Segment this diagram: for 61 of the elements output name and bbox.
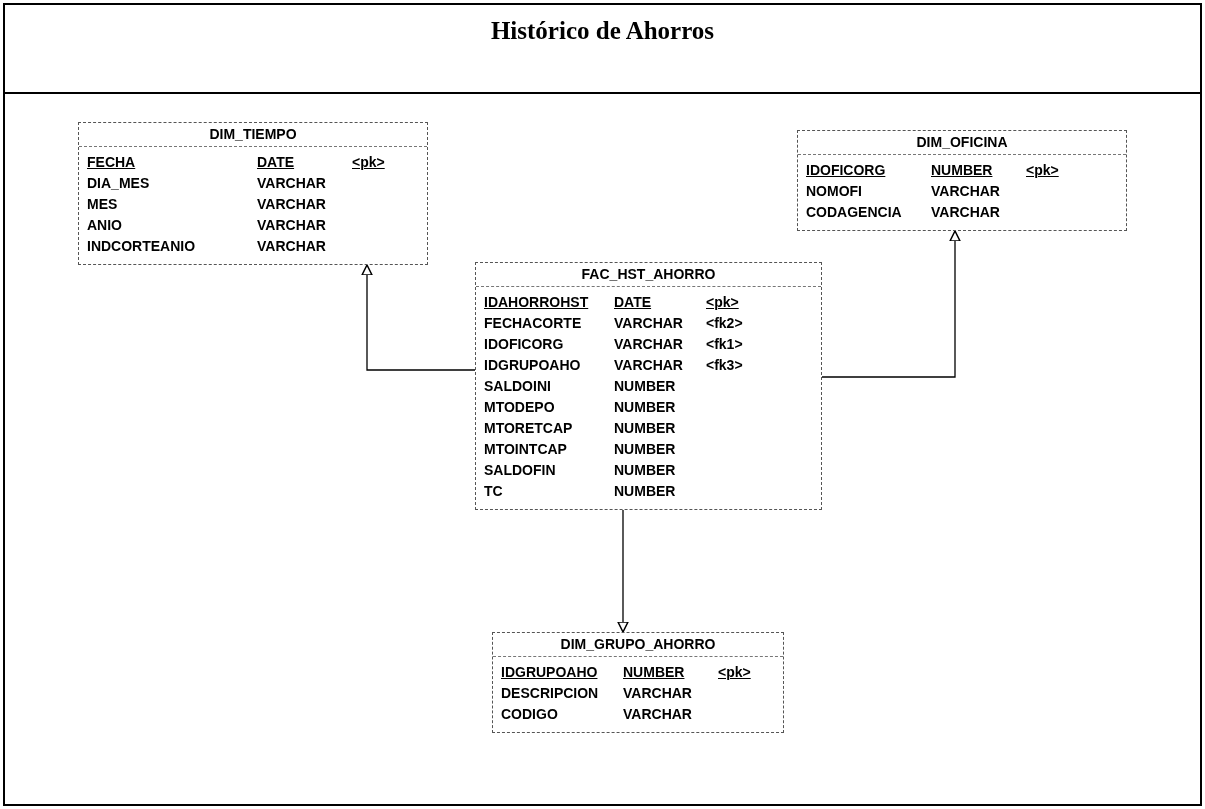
column-name: DIA_MES — [87, 175, 151, 190]
column-type: VARCHAR — [931, 204, 1001, 219]
title: Histórico de Ahorros — [490, 16, 715, 46]
column-type: VARCHAR — [931, 183, 1001, 198]
column-name: IDGRUPOAHO — [501, 664, 599, 679]
entity-table — [475, 262, 822, 510]
column-name: MTORETCAP — [484, 420, 574, 435]
column-type: VARCHAR — [614, 315, 684, 330]
column-type: NUMBER — [614, 420, 677, 435]
column-name: IDOFICORG — [484, 336, 565, 351]
column-name: CODAGENCIA — [806, 204, 903, 219]
key-marker: <pk> — [706, 294, 739, 309]
column-type: NUMBER — [931, 162, 994, 177]
column-name: SALDOFIN — [484, 462, 557, 477]
table-name: DIM_GRUPO_AHORRO — [560, 635, 716, 654]
column-name: MTODEPO — [484, 399, 556, 414]
column-type: NUMBER — [623, 664, 686, 679]
reference-arrow — [821, 230, 961, 378]
column-name: FECHACORTE — [484, 315, 583, 330]
column-type: NUMBER — [614, 462, 677, 477]
column-name: IDOFICORG — [806, 162, 887, 177]
column-type: DATE — [257, 154, 296, 169]
column-type: NUMBER — [614, 399, 677, 414]
column-name: CODIGO — [501, 706, 559, 721]
key-marker: <fk2> — [706, 315, 743, 330]
reference-arrow — [361, 264, 476, 371]
key-marker: <pk> — [718, 664, 751, 679]
entity-table — [797, 130, 1127, 231]
column-type: VARCHAR — [257, 238, 327, 253]
column-name: IDAHORROHST — [484, 294, 590, 309]
column-type: VARCHAR — [257, 175, 327, 190]
column-name: SALDOINI — [484, 378, 552, 393]
column-type: NUMBER — [614, 483, 677, 498]
column-type: VARCHAR — [614, 336, 684, 351]
entity-table — [492, 632, 784, 733]
column-type: VARCHAR — [623, 685, 693, 700]
table-name: FAC_HST_AHORRO — [581, 265, 716, 284]
key-marker: <fk1> — [706, 336, 743, 351]
reference-arrow — [617, 509, 629, 633]
column-type: VARCHAR — [257, 217, 327, 232]
key-marker: <pk> — [1026, 162, 1059, 177]
column-type: NUMBER — [614, 378, 677, 393]
column-name: ANIO — [87, 217, 123, 232]
key-marker: <pk> — [352, 154, 385, 169]
table-name: DIM_TIEMPO — [209, 125, 297, 144]
column-type: VARCHAR — [623, 706, 693, 721]
key-marker: <fk3> — [706, 357, 743, 372]
column-type: DATE — [614, 294, 653, 309]
column-name: MTOINTCAP — [484, 441, 568, 456]
column-name: NOMOFI — [806, 183, 863, 198]
column-type: VARCHAR — [257, 196, 327, 211]
column-name: FECHA — [87, 154, 137, 169]
column-type: VARCHAR — [614, 357, 684, 372]
column-name: IDGRUPOAHO — [484, 357, 582, 372]
column-name: DESCRIPCION — [501, 685, 600, 700]
entity-table — [78, 122, 428, 265]
column-type: NUMBER — [614, 441, 677, 456]
column-name: INDCORTEANIO — [87, 238, 197, 253]
table-name: DIM_OFICINA — [916, 133, 1008, 152]
column-name: MES — [87, 196, 119, 211]
column-name: TC — [484, 483, 504, 498]
